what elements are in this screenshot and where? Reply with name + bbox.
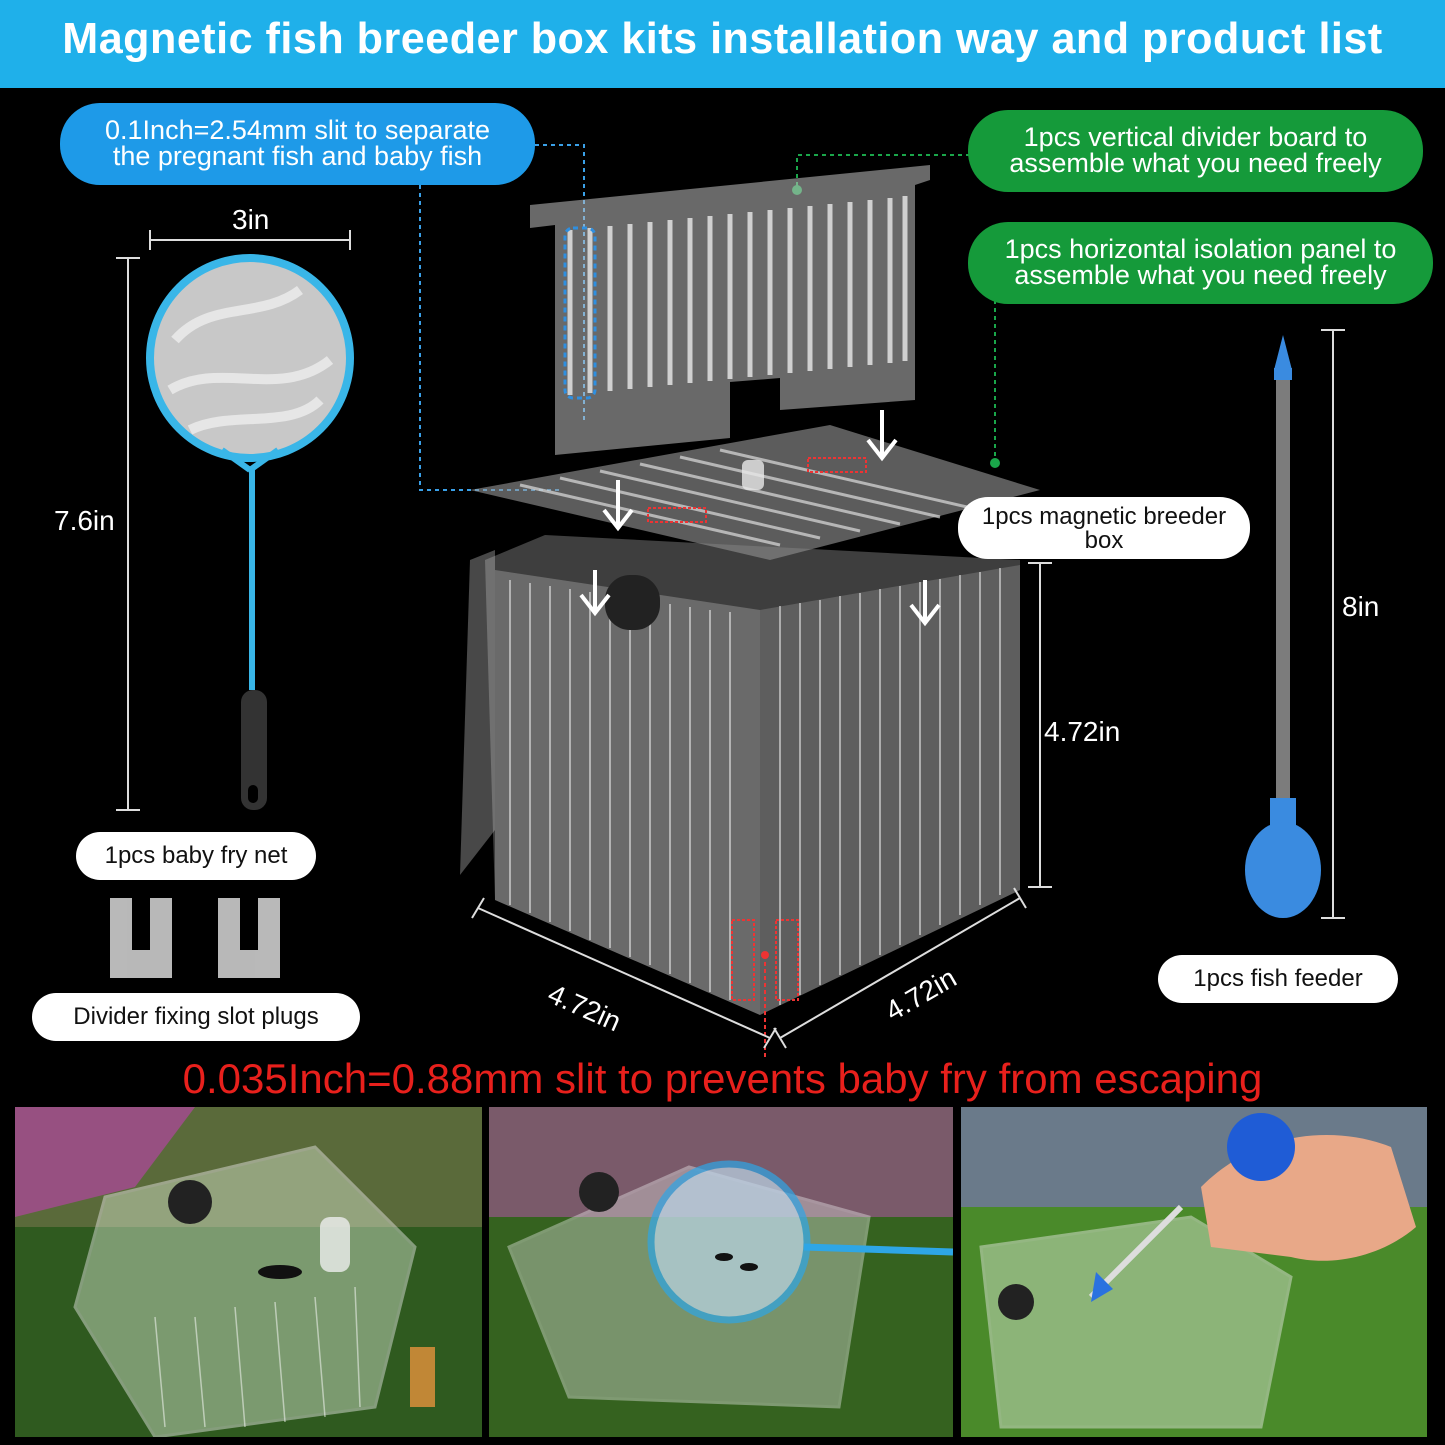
box-dimension-lines (471, 562, 1052, 1049)
header-banner (0, 0, 1445, 88)
feeder-length-label: 8in (1342, 591, 1380, 622)
net-length-label: 7.6in (54, 505, 115, 536)
vertical-divider-callout: 1pcs vertical divider board to assemble … (968, 110, 1423, 192)
product-illustration (110, 144, 1345, 1060)
baby-fry-net-label: 1pcs baby fry net (76, 832, 316, 880)
horizontal-panel-icon (470, 425, 1040, 560)
page-title: Magnetic fish breeder box kits installat… (62, 14, 1383, 63)
fish-feeder-icon (1245, 329, 1345, 919)
slit-separate-callout: 0.1Inch=2.54mm slit to separate the preg… (60, 103, 535, 185)
slit-escape-note: 0.035Inch=0.88mm slit to prevents baby f… (182, 1055, 1263, 1102)
vertical-divider-icon (530, 165, 930, 455)
leader-lines-green (796, 154, 996, 463)
usage-photo-divider (15, 1107, 482, 1437)
fish-feeder-label: 1pcs fish feeder (1158, 955, 1398, 1003)
box-height-label: 4.72in (1044, 716, 1121, 747)
breeder-box-callout: 1pcs magnetic breeder box (958, 497, 1250, 559)
fry-net-icon (146, 254, 354, 810)
horizontal-panel-callout: 1pcs horizontal isolation panel to assem… (968, 222, 1433, 304)
slot-plugs-label: Divider fixing slot plugs (32, 993, 360, 1041)
net-dimension-lines (116, 230, 351, 811)
net-width-label: 3in (232, 204, 270, 235)
slot-plugs-icon (110, 898, 280, 978)
usage-photo-net (489, 1107, 953, 1437)
breeder-box-icon (460, 535, 1020, 1060)
usage-photo-feeder (961, 1107, 1427, 1437)
assembly-arrows (579, 410, 941, 627)
